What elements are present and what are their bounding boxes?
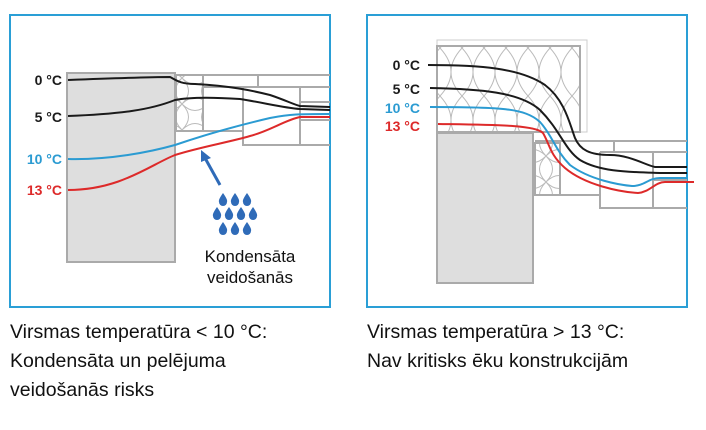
wall-block xyxy=(436,132,534,284)
label-10c: 10 °C xyxy=(385,100,420,116)
isotherm-13 xyxy=(437,123,694,195)
label-13c: 13 °C xyxy=(27,182,62,198)
annotation-line-2: veidošanās xyxy=(207,268,293,287)
isotherm-0 xyxy=(427,64,687,168)
arrow xyxy=(203,157,222,186)
label-5c: 5 °C xyxy=(35,109,62,125)
label-5c: 5 °C xyxy=(393,81,420,97)
isotherm-5 xyxy=(429,87,687,174)
left-caption-line-1: Virsmas temperatūra < 10 °C: xyxy=(10,321,268,343)
label-13c: 13 °C xyxy=(385,118,420,134)
arrow-head-icon xyxy=(201,150,211,162)
isotherm-5 xyxy=(67,96,331,117)
label-0c: 0 °C xyxy=(393,57,420,73)
left-caption: Virsmas temperatūra < 10 °C: Kondensāta … xyxy=(10,318,267,405)
left-caption-line-3: veidošanās risks xyxy=(10,379,155,401)
left-caption-line-2: Kondensāta un pelējuma xyxy=(10,350,226,372)
label-10c: 10 °C xyxy=(27,151,62,167)
wall-block xyxy=(66,72,176,263)
right-caption: Virsmas temperatūra > 13 °C: Nav kritisk… xyxy=(367,318,628,376)
left-panel: 0 °C 5 °C 10 °C 13 °C Kondensāta veidoša… xyxy=(9,14,331,308)
right-panel: 0 °C 5 °C 10 °C 13 °C xyxy=(366,14,694,308)
label-0c: 0 °C xyxy=(35,72,62,88)
isotherm-10 xyxy=(429,106,687,188)
isotherm-13 xyxy=(67,116,330,191)
isotherm-0 xyxy=(67,75,331,108)
right-caption-line-2: Nav kritisks ēku konstrukcijām xyxy=(367,350,629,372)
insulation xyxy=(534,142,561,196)
right-caption-line-1: Virsmas temperatūra > 13 °C: xyxy=(367,321,625,343)
isotherm-10 xyxy=(67,113,331,161)
annotation-line-1: Kondensāta xyxy=(205,247,296,266)
